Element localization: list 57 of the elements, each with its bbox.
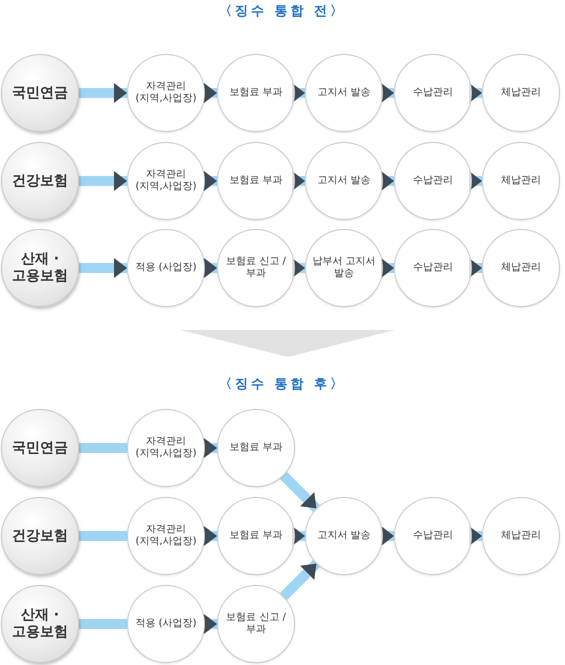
arrow (292, 83, 305, 103)
node-label: 고지서 발송 (317, 530, 371, 542)
arrow (204, 526, 217, 546)
node-label: 자격관리 (지역,사업장) (134, 524, 198, 548)
node-label: 수납관리 (413, 175, 453, 187)
process-circle (305, 497, 383, 575)
arrow (292, 526, 305, 546)
node-label: 국민연금 (12, 84, 68, 102)
arrow (79, 83, 127, 103)
node-label: 적용 (사업장) (136, 262, 196, 274)
node-label: 보험료 신고 / 부과 (225, 612, 287, 636)
arrow (381, 171, 394, 191)
node-label: 고지서 발송 (317, 175, 371, 187)
node-label: 체납관리 (501, 175, 541, 187)
node-label: 보험료 신고 / 부과 (225, 256, 287, 280)
arrow (292, 171, 305, 191)
arrow (469, 83, 482, 103)
node-label: 국민연금 (12, 440, 68, 456)
arrow (79, 171, 127, 191)
arrow (204, 171, 217, 191)
node-label: 적용 (사업장) (136, 618, 196, 630)
arrow (381, 83, 394, 103)
arrow (204, 83, 217, 103)
arrow (204, 614, 217, 634)
node-label: 자격관리 (지역,사업장) (134, 436, 198, 460)
node-label: 산재 · 고용보험 (11, 251, 69, 285)
arrow (469, 258, 482, 278)
node-label: 체납관리 (501, 262, 541, 274)
node-label: 산재 · 고용보험 (11, 607, 69, 641)
arrow (280, 472, 320, 512)
node-label: 보험료 부과 (229, 530, 283, 542)
arrow (381, 258, 394, 278)
node-label: 납부서 고지서 발송 (311, 256, 377, 280)
node-label: 고지서 발송 (317, 87, 371, 99)
node-label: 자격관리 (지역,사업장) (134, 81, 198, 105)
arrow (79, 258, 127, 278)
section-heading: 〈징수 통합 후〉 (218, 377, 346, 392)
arrow (469, 171, 482, 191)
node-label: 자격관리 (지역,사업장) (134, 169, 198, 193)
arrow (381, 526, 394, 546)
arrow (204, 258, 217, 278)
section-heading: 〈징수 통합 전〉 (218, 4, 346, 19)
node-label: 수납관리 (413, 530, 453, 542)
arrow (204, 438, 217, 458)
node-label: 보험료 부과 (229, 175, 283, 187)
arrow (469, 526, 482, 546)
arrow (280, 560, 320, 600)
node-label: 체납관리 (501, 530, 541, 542)
node-label: 보험료 부과 (229, 87, 283, 99)
arrow (292, 258, 305, 278)
node-label: 수납관리 (413, 87, 453, 99)
node-label: 건강보험 (12, 528, 68, 544)
node-label: 수납관리 (413, 262, 453, 274)
process-circle (217, 585, 295, 663)
node-label: 보험료 부과 (229, 442, 283, 454)
node-label: 건강보험 (12, 172, 68, 190)
node-label: 체납관리 (501, 87, 541, 99)
